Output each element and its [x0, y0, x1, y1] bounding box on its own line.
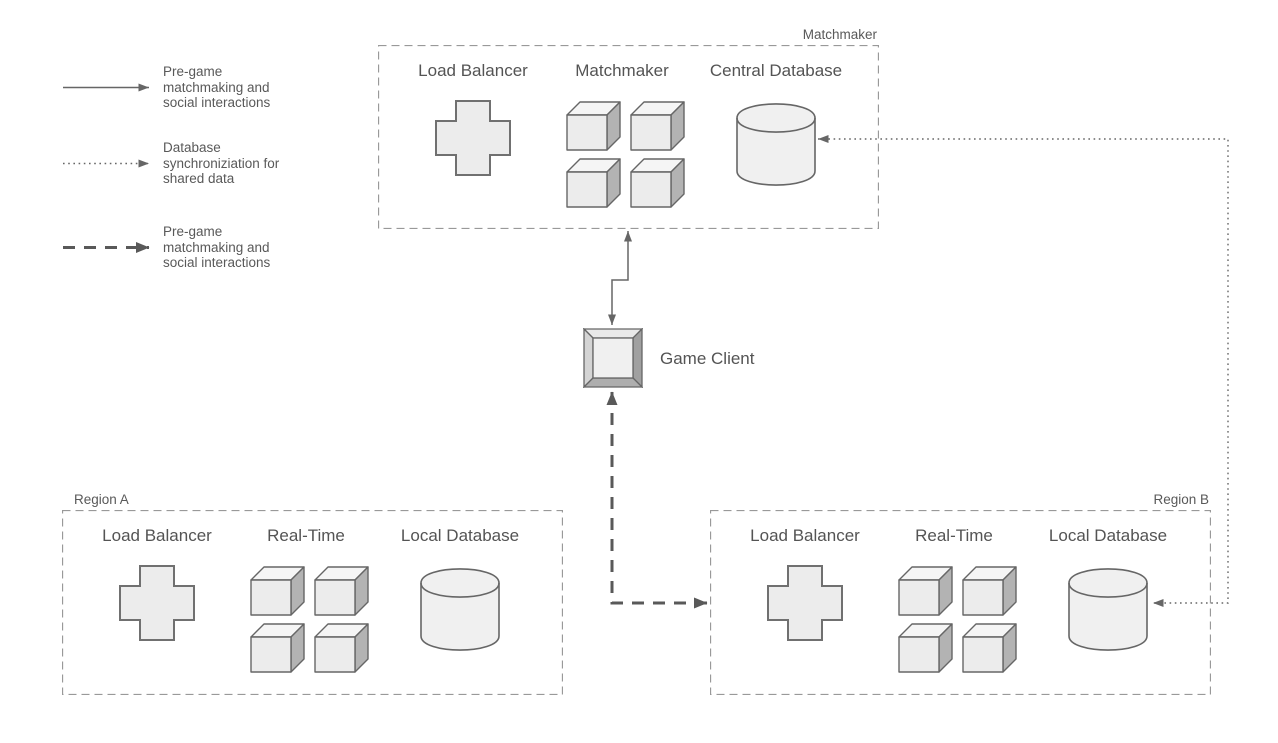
legend-label: Database synchroniziation for shared dat…	[163, 140, 280, 186]
server-cubes-icon	[250, 566, 370, 674]
server-cubes-icon	[898, 566, 1018, 674]
dashed-arrow-icon	[63, 242, 150, 253]
legend-label: Pre-game matchmaking and social interact…	[163, 224, 271, 270]
load-balancer-cross-icon	[767, 565, 843, 641]
legend-item-dashed: Pre-game matchmaking and social interact…	[63, 224, 270, 272]
connector-client-to-matchmaker	[608, 231, 632, 325]
legend-item-dotted: Database synchroniziation for shared dat…	[63, 140, 279, 188]
component-label: Load Balancer	[750, 526, 860, 545]
component-label: Matchmaker	[575, 61, 669, 80]
group-label: Region B	[1153, 492, 1209, 507]
solid-arrow-icon	[63, 83, 149, 92]
group-label: Matchmaker	[802, 27, 877, 42]
group-label: Region A	[74, 492, 129, 507]
component-label: Load Balancer	[418, 61, 528, 80]
component-label: Central Database	[709, 61, 843, 80]
legend-label: Pre-game matchmaking and social interact…	[163, 64, 271, 110]
load-balancer-cross-icon	[435, 100, 511, 176]
group-region-b: Region B Load Balancer Real-Time Local D…	[710, 492, 1211, 695]
component-label: Load Balancer	[102, 526, 212, 545]
group-region-a: Region A Load Balancer Real-Time Local D…	[62, 492, 563, 695]
group-border	[378, 45, 879, 229]
database-cylinder-icon	[420, 568, 500, 651]
component-label: Local Database	[400, 526, 520, 545]
server-cubes-icon	[566, 101, 686, 209]
database-cylinder-icon	[736, 103, 816, 186]
game-client-icon	[583, 328, 643, 388]
group-border	[710, 510, 1211, 695]
component-label: Real-Time	[915, 526, 993, 545]
database-cylinder-icon	[1068, 568, 1148, 651]
game-client-label: Game Client	[660, 349, 755, 368]
component-label: Local Database	[1048, 526, 1168, 545]
connector-client-to-region-b	[606, 391, 708, 609]
connector-database-sync	[818, 135, 1229, 607]
group-border	[62, 510, 563, 695]
dotted-arrow-icon	[63, 159, 149, 168]
group-matchmaker: Matchmaker Load Balancer Matchmaker Cent…	[378, 27, 879, 229]
load-balancer-cross-icon	[119, 565, 195, 641]
legend-item-solid: Pre-game matchmaking and social interact…	[63, 64, 270, 112]
component-label: Real-Time	[267, 526, 345, 545]
